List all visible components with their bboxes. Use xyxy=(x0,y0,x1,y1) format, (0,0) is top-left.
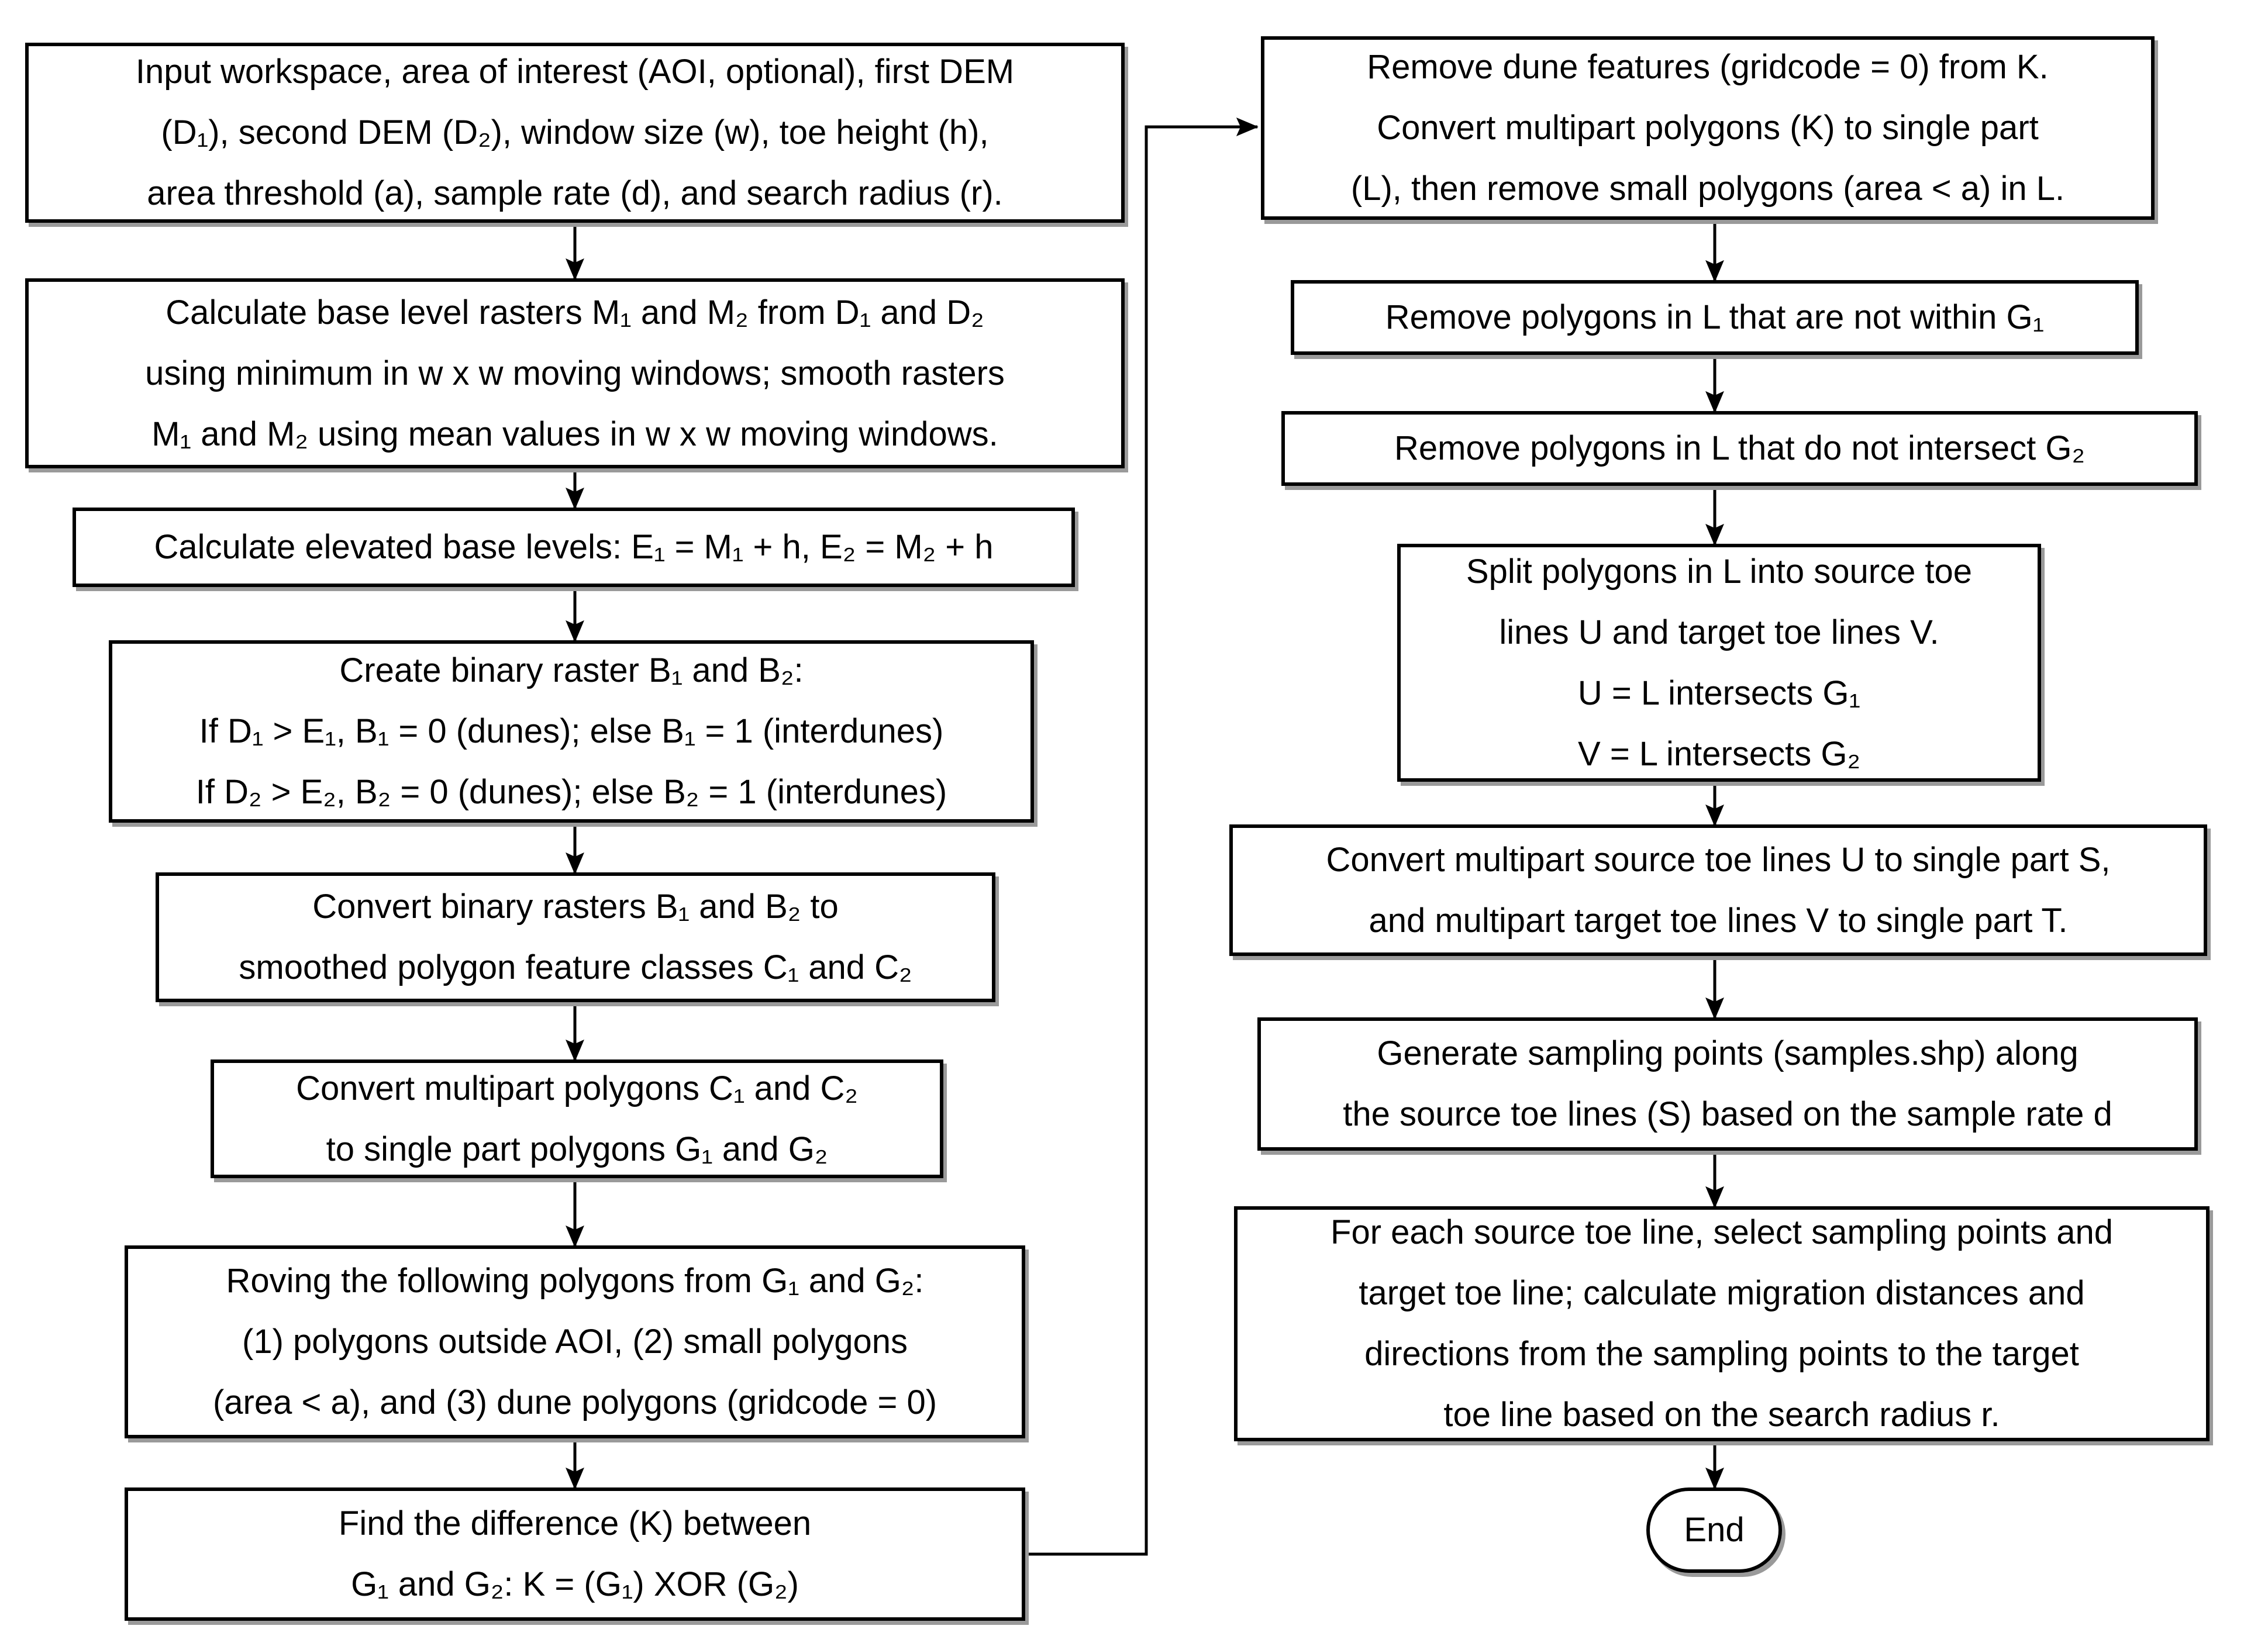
flow-node-split-toe-lines: Split polygons in L into source toe line… xyxy=(1397,544,2041,782)
flow-node-remove-not-within: Remove polygons in L that are not within… xyxy=(1291,280,2139,355)
flow-node-single-part-polygons: Convert multipart polygons C₁ and C₂ to … xyxy=(211,1059,943,1178)
flow-node-remove-not-intersect: Remove polygons in L that do not interse… xyxy=(1281,411,2198,486)
flow-node-binary-rasters: Create binary raster B₁ and B₂: If D₁ > … xyxy=(109,640,1034,823)
flow-node-end-terminator: End xyxy=(1646,1487,1782,1573)
flow-node-polygon-feature-classes: Convert binary rasters B₁ and B₂ to smoo… xyxy=(156,872,995,1002)
flow-node-input-parameters: Input workspace, area of interest (AOI, … xyxy=(25,43,1125,223)
flow-node-single-part-toe-lines: Convert multipart source toe lines U to … xyxy=(1229,824,2207,956)
connector-difference-to-remove-dune xyxy=(1025,118,1259,1556)
flow-node-migration-distances: For each source toe line, select samplin… xyxy=(1234,1206,2210,1441)
flow-node-difference-xor: Find the difference (K) between G₁ and G… xyxy=(125,1487,1025,1621)
flow-node-remove-dune-features: Remove dune features (gridcode = 0) from… xyxy=(1261,36,2155,220)
flow-node-remove-polygons: Roving the following polygons from G₁ an… xyxy=(125,1245,1025,1438)
flow-node-sampling-points: Generate sampling points (samples.shp) a… xyxy=(1257,1017,2198,1151)
flow-node-elevated-base-levels: Calculate elevated base levels: E₁ = M₁ … xyxy=(73,508,1075,587)
flow-node-base-level-rasters: Calculate base level rasters M₁ and M₂ f… xyxy=(25,278,1125,468)
